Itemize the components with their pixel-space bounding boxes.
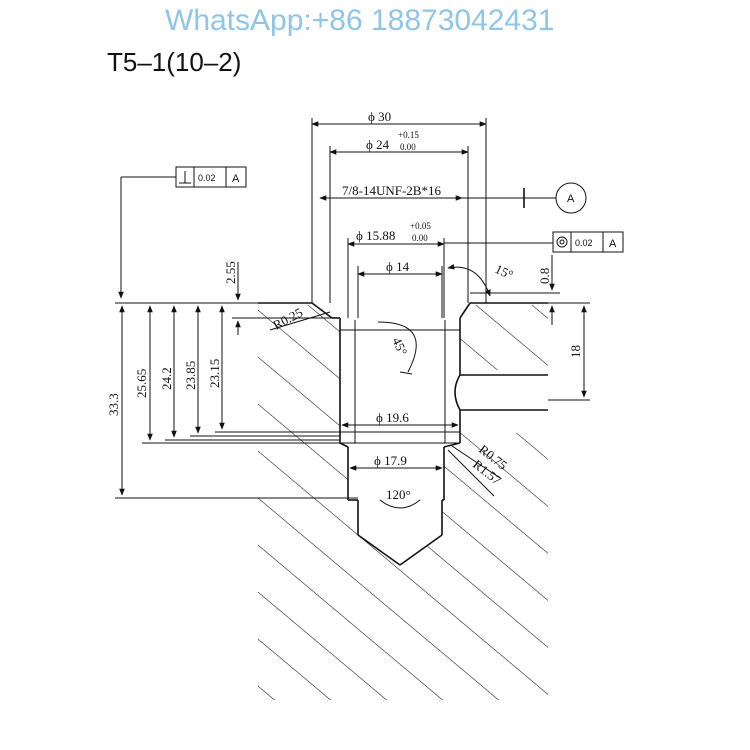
vertical-dimensions: 33.3 25.65 24.2 23.85 23.15 2.55 [106,261,358,499]
dia-19-6-label: ϕ 19.6 [376,410,409,425]
watermark-text: WhatsApp:+86 18873042431 [165,4,555,37]
perp-datum: A [232,173,240,185]
angle-annotations: 15° 45° 120° [377,261,516,509]
angle-45: 45° [389,335,410,358]
dia-24-tol-upper: +0.15 [398,130,419,140]
perpendicularity-frame: 0.02 A [118,166,247,299]
dia-17-9-label: ϕ 17.9 [374,453,407,468]
concentricity-frame: 0.02 A [444,231,624,253]
dia-15-88-tol-lower: 0.00 [412,233,428,243]
diameter-dimensions: ϕ 30 ϕ 24 +0.15 0.00 7/8-14UNF-2B*16 ϕ 1… [311,109,487,471]
dia-15-88-label: ϕ 15.88 [356,228,395,243]
hatched-material [258,305,548,700]
angle-15: 15° [493,261,516,282]
dia-30-label: ϕ 30 [368,109,391,124]
dim-2-55: 2.55 [223,261,238,284]
datum-a-callout: A [462,182,587,214]
dim-25-65: 25.65 [134,369,149,398]
dia-15-88-tol-upper: +0.05 [410,221,431,231]
angle-120: 120° [386,487,411,502]
thread-spec-label: 7/8-14UNF-2B*16 [342,183,441,198]
drawing-title: T5–1(10–2) [107,47,241,77]
dim-24-2: 24.2 [159,367,174,390]
conc-datum: A [609,238,617,250]
dim-23-15: 23.15 [207,359,222,388]
conc-tolerance-value: 0.02 [575,238,593,248]
dia-14-label: ϕ 14 [386,259,410,274]
concentricity-icon [556,236,568,248]
dia-24-tol-lower: 0.00 [400,142,416,152]
dim-0-8: 0.8 [537,268,552,284]
dim-23-85: 23.85 [183,361,198,390]
datum-a-label: A [567,193,575,205]
perpendicularity-icon [179,171,191,184]
perp-tolerance-value: 0.02 [198,173,216,183]
dim-18: 18 [568,345,583,358]
dia-24-label: ϕ 24 [366,137,390,152]
dim-33-3: 33.3 [106,393,121,416]
